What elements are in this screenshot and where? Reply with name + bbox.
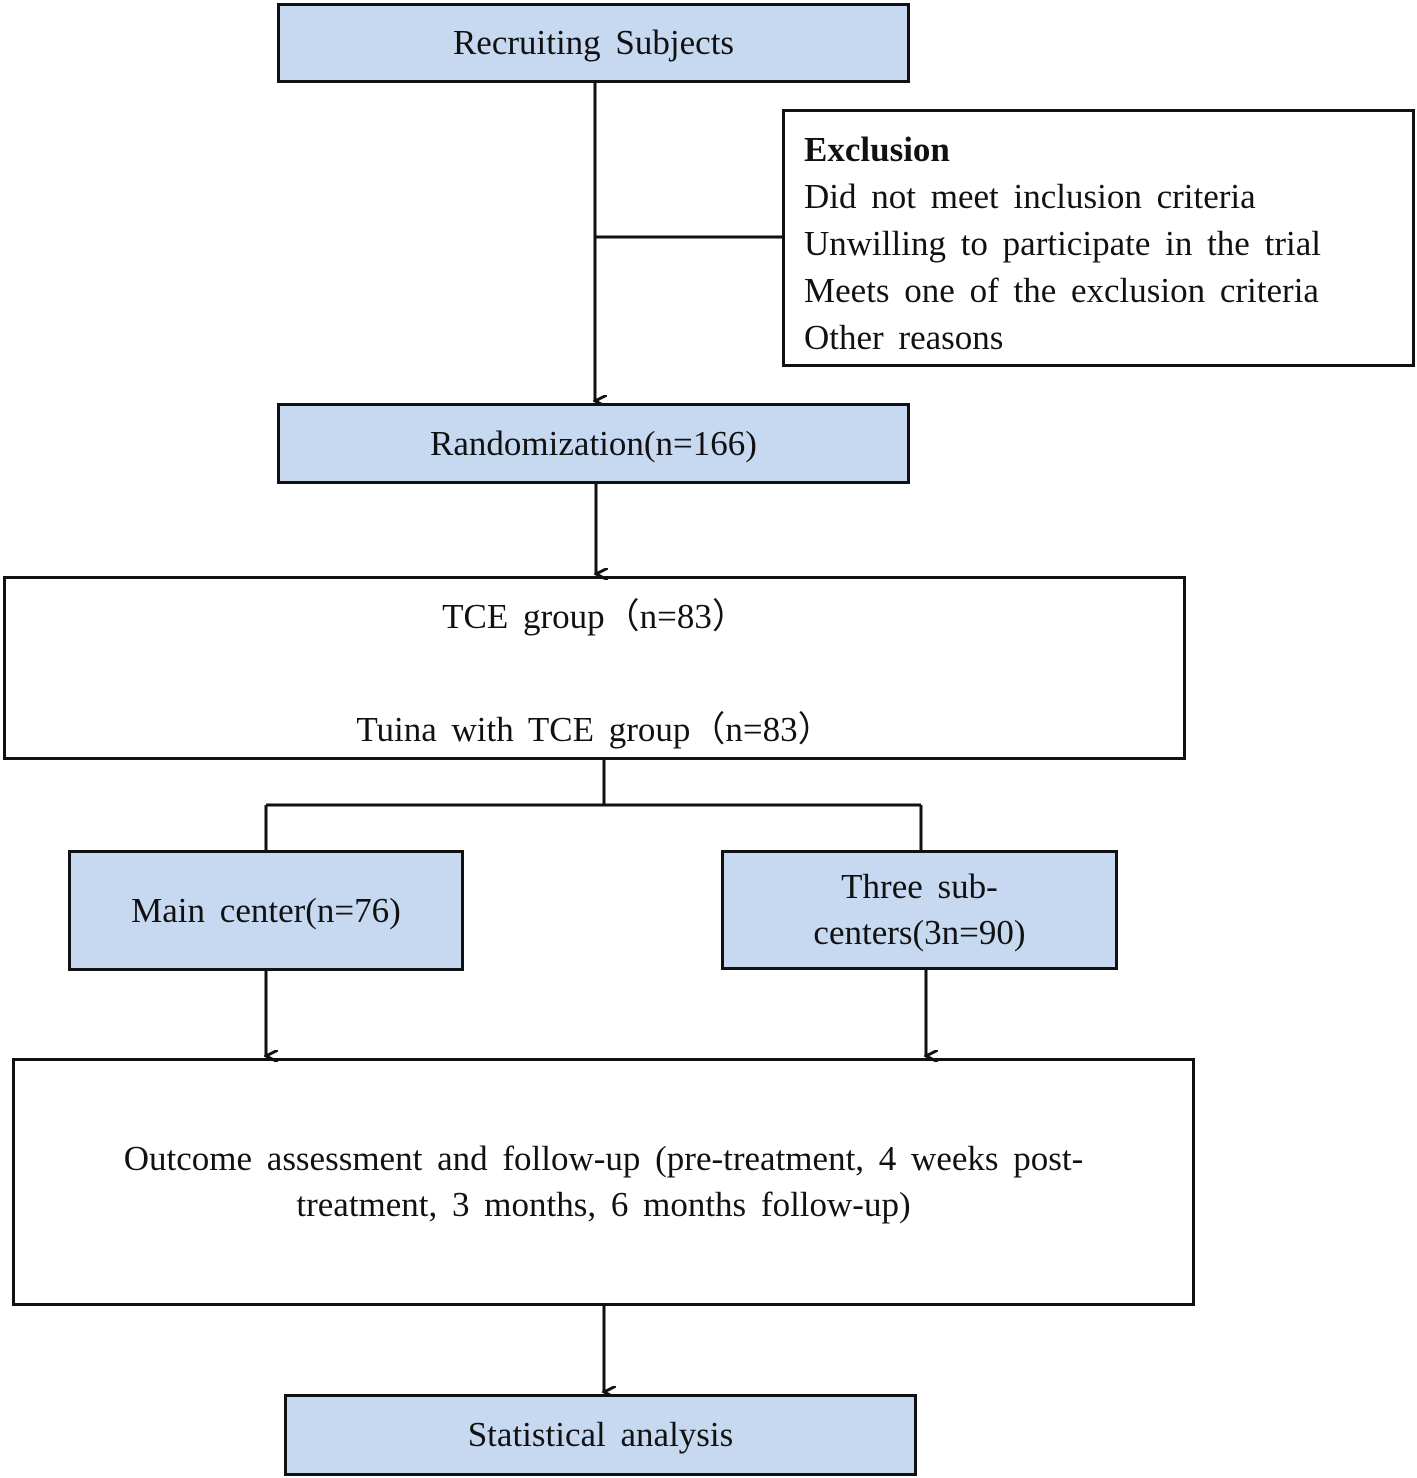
outcome-label-line2: treatment, 3 months, 6 months follow-up) <box>296 1185 911 1224</box>
groups-box: TCE group（n=83） Tuina with TCE group（n=8… <box>3 576 1186 760</box>
randomization-label: Randomization(n=166) <box>430 423 757 463</box>
exclusion-item: Unwilling to participate in the trial <box>804 224 1321 263</box>
outcome-label-line1: Outcome assessment and follow-up (pre-tr… <box>123 1139 1084 1178</box>
sub-centers-box: Three sub- centers(3n=90) <box>721 850 1118 970</box>
randomization-box: Randomization(n=166) <box>277 403 910 484</box>
sub-centers-label-line2: centers(3n=90) <box>813 913 1026 952</box>
exclusion-item: Meets one of the exclusion criteria <box>804 271 1319 310</box>
tuina-group-label: Tuina with TCE group（n=83） <box>356 710 833 749</box>
outcome-assessment-box: Outcome assessment and follow-up (pre-tr… <box>12 1058 1195 1306</box>
exclusion-item: Other reasons <box>804 318 1004 357</box>
sub-centers-label-line1: Three sub- <box>841 867 998 906</box>
main-center-box: Main center(n=76) <box>68 850 464 971</box>
exclusion-title: Exclusion <box>804 130 950 169</box>
statistical-analysis-box: Statistical analysis <box>284 1394 917 1476</box>
main-center-label: Main center(n=76) <box>131 890 401 930</box>
recruiting-subjects-label: Recruiting Subjects <box>452 23 735 62</box>
exclusion-item: Did not meet inclusion criteria <box>804 177 1256 216</box>
tce-group-label: TCE group（n=83） <box>442 597 747 636</box>
recruiting-subjects-box: Recruiting Subjects <box>277 3 910 83</box>
exclusion-box: Exclusion Did not meet inclusion criteri… <box>782 109 1415 367</box>
statistical-analysis-label: Statistical analysis <box>467 1415 734 1454</box>
